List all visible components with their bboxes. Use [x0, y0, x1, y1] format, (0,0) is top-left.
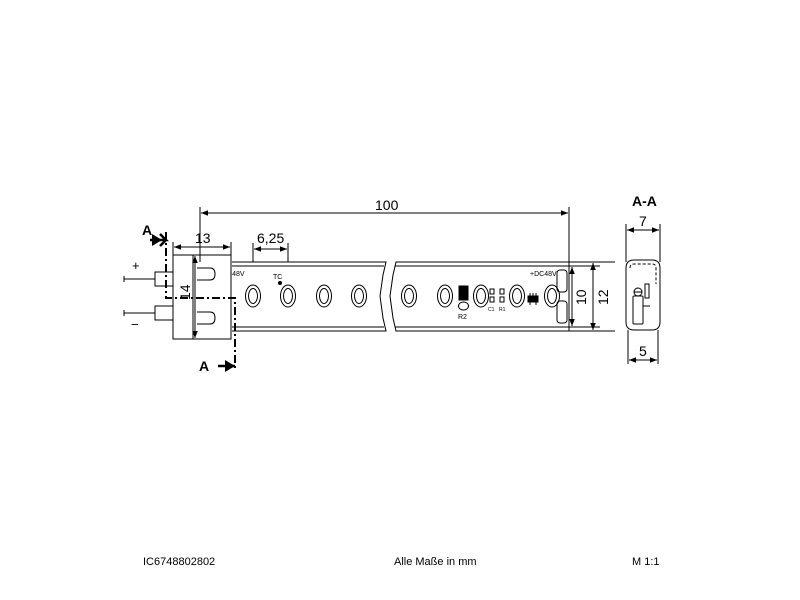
section-view-title: A-A	[632, 193, 657, 209]
led-lens	[248, 288, 258, 304]
led-chip	[351, 284, 367, 308]
dim-led-pitch: 6,25	[257, 230, 284, 246]
dim-strip-inner-height: 10	[573, 289, 589, 305]
label-r1: R1	[499, 307, 506, 313]
led-lens	[512, 288, 522, 304]
led-chip	[509, 284, 525, 308]
led-lens	[547, 288, 557, 304]
led-chip	[245, 284, 261, 308]
label-tc: TC	[273, 274, 282, 281]
section-label-top: A	[142, 222, 152, 238]
led-chip	[401, 284, 417, 308]
led-lens	[440, 288, 450, 304]
dim-connector-width: 13	[195, 230, 211, 246]
led-chip	[544, 284, 560, 308]
section-label-bottom: A	[199, 358, 209, 374]
led-chip	[437, 284, 453, 308]
led-chip	[316, 284, 332, 308]
section-cut-line	[165, 232, 236, 368]
label-r2: R2	[458, 314, 467, 321]
led-lens	[319, 288, 329, 304]
scale-label: M 1:1	[632, 556, 660, 568]
resistor-r2	[458, 285, 469, 301]
label-dc48v-left: DC48V	[222, 271, 245, 278]
section-view-profile	[625, 259, 661, 331]
capacitor-c1	[489, 288, 495, 295]
label-c1: C1	[488, 307, 495, 313]
dim-overall-length: 100	[375, 197, 399, 213]
resistor-r1	[499, 288, 505, 295]
dim-connector-height: 14	[177, 284, 193, 300]
ic-chip	[527, 295, 539, 303]
smd-components	[278, 281, 539, 311]
dim-profile-width: 7	[639, 213, 647, 229]
units-note: Alle Maße in mm	[394, 556, 477, 568]
dim-profile-depth: 5	[639, 343, 647, 359]
led-chip	[280, 284, 296, 308]
label-dc48v-right: +DC48V	[530, 271, 557, 278]
dimension-lines	[172, 207, 661, 364]
section-arrows	[150, 233, 235, 372]
led-lens	[404, 288, 414, 304]
article-number: IC6748802802	[143, 556, 216, 568]
polarity-minus: −	[131, 317, 139, 332]
led-row	[245, 284, 560, 308]
led-strip	[232, 261, 570, 332]
led-lens	[476, 288, 486, 304]
polarity-plus: +	[132, 258, 140, 273]
led-lens	[354, 288, 364, 304]
dim-strip-outer-height: 12	[595, 289, 611, 305]
led-chip	[473, 284, 489, 308]
led-lens	[283, 288, 293, 304]
